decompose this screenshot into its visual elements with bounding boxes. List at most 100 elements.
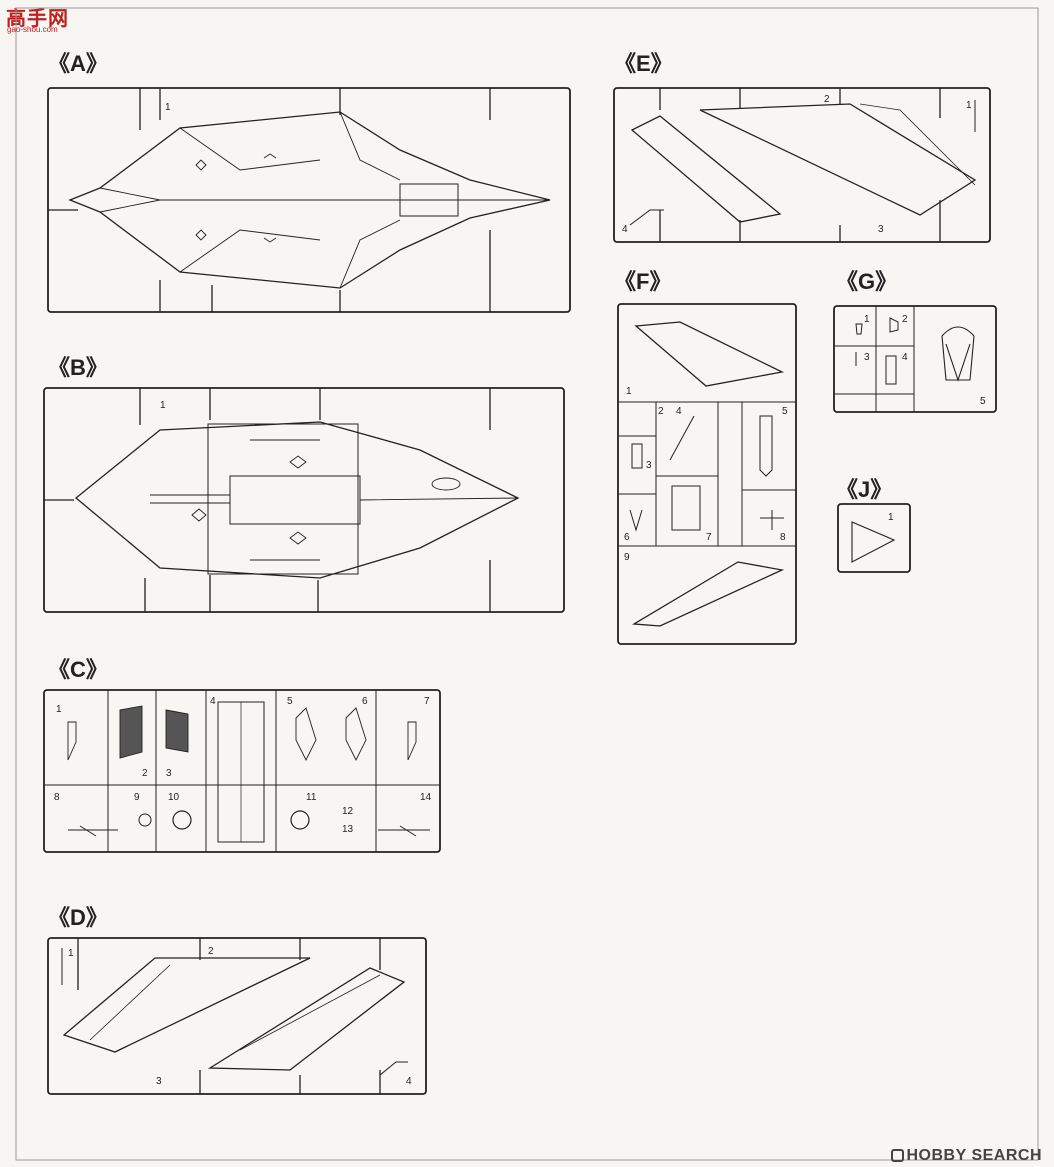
sprue-b-bay-outline (207, 423, 359, 575)
sprue-e-runners (659, 88, 941, 242)
sprue-d-frame (47, 937, 427, 1095)
part-e-3: 3 (878, 224, 884, 235)
sprue-g-frame (833, 305, 997, 413)
sprue-c-parts-5-6 (295, 707, 367, 762)
sprue-c-frame (43, 689, 441, 853)
part-f-3: 3 (646, 460, 652, 471)
part-f-7: 7 (706, 532, 712, 543)
part-c-7: 7 (424, 696, 430, 707)
sprue-d-part-wing-right (207, 967, 406, 1071)
sprue-c: 1 2 3 4 5 6 7 8 9 10 11 12 13 14 (43, 689, 441, 853)
part-c-12: 12 (342, 806, 354, 817)
sprue-c-wheel-nose (290, 810, 310, 830)
logo-subtext: gao-shou.com (7, 25, 58, 34)
part-f-6: 6 (624, 532, 630, 543)
sprue-a-runners (48, 88, 491, 312)
part-g-2: 2 (902, 314, 908, 325)
sprue-g-runners (834, 306, 915, 412)
sprue-f-small-parts (629, 415, 784, 532)
sprue-f-runners (618, 401, 796, 547)
part-e-2: 2 (824, 94, 830, 105)
sprue-e-frame (613, 87, 991, 243)
sprue-label-e: 《E》 (614, 51, 673, 76)
part-g-4: 4 (902, 352, 908, 363)
part-f-1: 1 (626, 386, 632, 397)
sprue-f: 1 2 3 4 5 6 7 8 9 (617, 303, 797, 645)
sprue-a: 1 (47, 87, 571, 313)
part-g-3: 3 (864, 352, 870, 363)
sprue-e: 1 2 3 4 (613, 87, 991, 243)
sprue-a-details (195, 153, 277, 243)
part-f-5: 5 (782, 406, 788, 417)
sprue-a-cockpit (399, 183, 459, 217)
sprue-a-panel-lines (99, 111, 550, 289)
sprue-label-c: 《C》 (48, 657, 108, 682)
sprue-label-d: 《D》 (48, 905, 108, 930)
part-c-5: 5 (287, 696, 293, 707)
sprue-c-wheel-small (138, 813, 152, 827)
part-c-10: 10 (168, 792, 180, 803)
part-f-2: 2 (658, 406, 664, 417)
watermark-text: HOBBY SEARCH (906, 1147, 1042, 1164)
part-c-11: 11 (306, 792, 317, 803)
sprue-e-small-parts (629, 100, 976, 226)
sprue-g-small-parts (855, 317, 899, 385)
part-c-9: 9 (134, 792, 140, 803)
part-d-1: 1 (68, 948, 74, 959)
sprue-label-g: 《G》 (836, 269, 898, 294)
sprue-b-part-number: 1 (160, 400, 166, 411)
part-d-3: 3 (156, 1076, 162, 1087)
sprue-label-f: 《F》 (614, 269, 672, 294)
sprue-d-small-parts (61, 948, 408, 1076)
part-j-1: 1 (888, 512, 894, 523)
sprue-f-part-1 (634, 321, 785, 387)
sprue-c-runners (44, 690, 440, 852)
hobby-search-icon (890, 1149, 904, 1162)
sprue-b-runners (44, 388, 491, 612)
sprue-e-part-wing-a (630, 115, 782, 223)
part-e-1: 1 (966, 100, 972, 111)
sprue-c-wheel-large (172, 810, 192, 830)
part-c-3: 3 (166, 768, 172, 779)
sprue-f-frame (617, 303, 797, 645)
part-c-4: 4 (210, 696, 216, 707)
part-c-13: 13 (342, 824, 354, 835)
sprue-d: 1 2 3 4 (47, 937, 427, 1095)
sprue-d-runners (77, 938, 381, 1094)
part-c-8: 8 (54, 792, 60, 803)
sprue-d-panel-lines (89, 964, 381, 1051)
part-c-14: 14 (420, 792, 432, 803)
sprue-j-part-1-shape (851, 521, 896, 563)
part-e-4: 4 (622, 224, 628, 235)
sprue-a-frame (47, 87, 571, 313)
sprue-a-part-number: 1 (165, 102, 171, 113)
sprue-j-frame (837, 503, 911, 573)
sprue-f-part-3-shape (631, 443, 643, 469)
sprue-c-grilles (119, 705, 189, 759)
part-c-6: 6 (362, 696, 368, 707)
sprue-b-frame (43, 387, 565, 613)
sprue-label-b: 《B》 (48, 355, 108, 380)
sprue-c-antennas (67, 721, 417, 761)
sprue-f-part-9 (631, 561, 785, 627)
part-d-4: 4 (406, 1076, 412, 1087)
sprue-j: 1 (837, 503, 911, 573)
sprue-label-j: 《J》 (836, 477, 893, 502)
sprue-b-gear-well (431, 477, 461, 491)
sprue-b-part-fuselage (74, 421, 520, 579)
sprue-b-weapons-bay (229, 475, 361, 525)
part-f-9: 9 (624, 552, 630, 563)
sprue-g: 1 2 3 4 5 (833, 305, 997, 413)
part-f-4: 4 (676, 406, 682, 417)
sprue-label-a: 《A》 (48, 51, 108, 76)
sprue-b-details (150, 439, 519, 561)
part-c-1: 1 (56, 704, 62, 715)
sprue-g-part-5-seat (941, 326, 975, 382)
page-border (15, 7, 1039, 1161)
sprue-e-part-wing-b (699, 103, 977, 216)
part-c-2: 2 (142, 768, 148, 779)
part-g-5: 5 (980, 396, 986, 407)
part-g-1: 1 (864, 314, 870, 325)
sprue-d-part-wing-left (62, 957, 311, 1053)
